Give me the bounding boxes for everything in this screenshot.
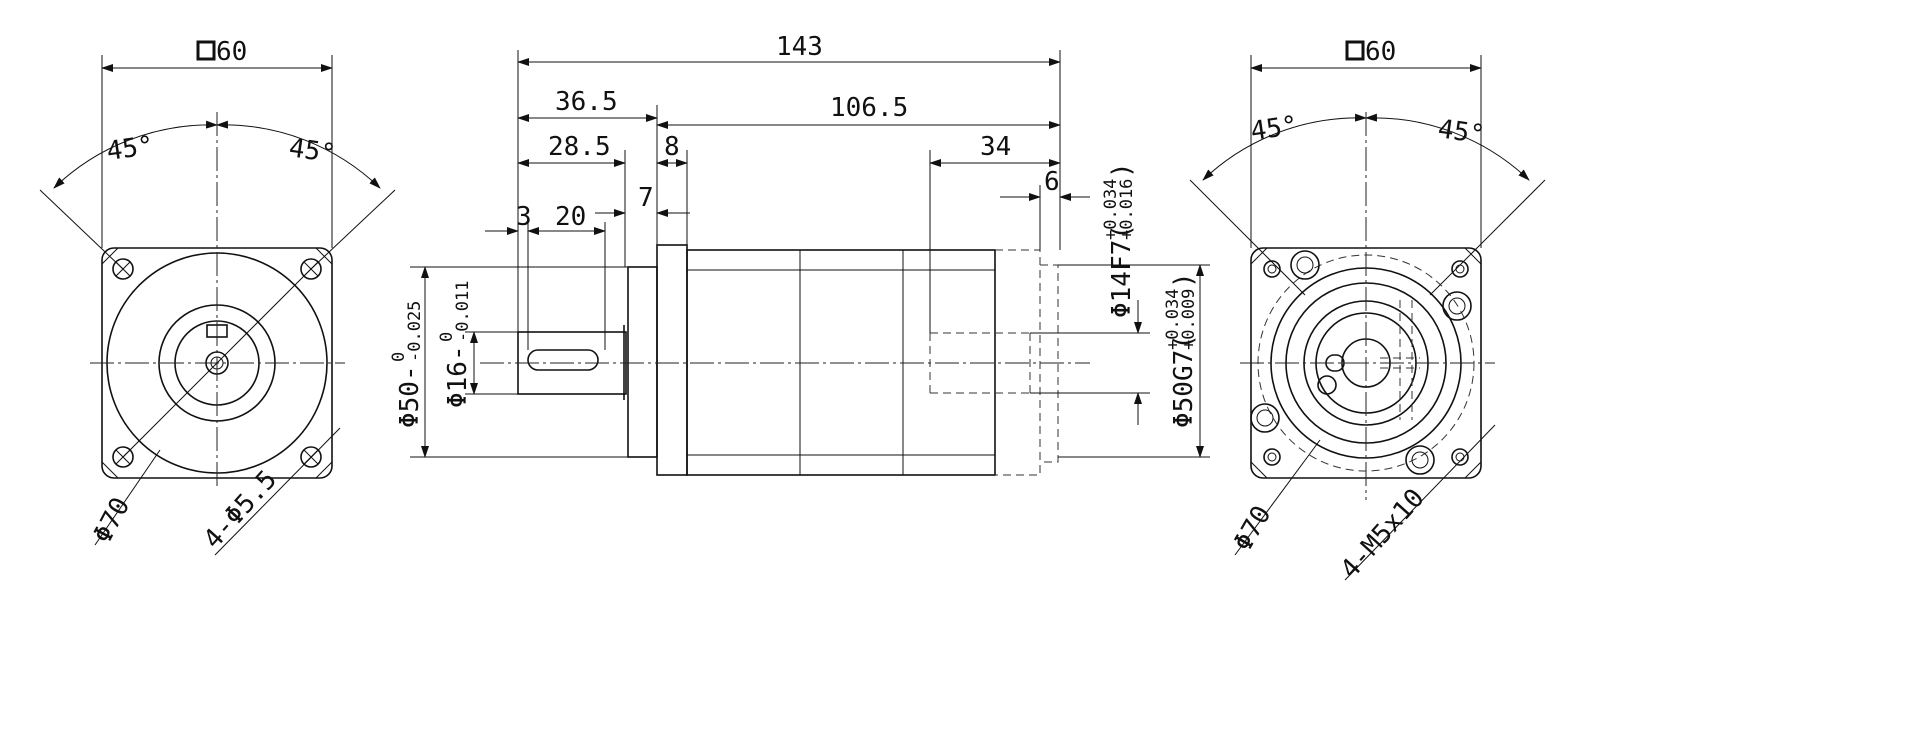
dim-body-length: 106.5 [830,93,908,123]
back-threaded-holes [1250,250,1472,475]
back-dia-label: Φ70 [1228,501,1277,557]
dim-overall-length: 143 [776,32,823,62]
dim-pilot-tol-upper: 0 [389,352,409,362]
side-keyway [527,349,599,371]
dim-bore-fit-lower: +0.016 [1117,179,1137,240]
dim-recess-fit-upper: +0.034 [1163,289,1183,350]
back-thread-label: 4-M5x10 [1335,483,1431,585]
dim-shaft-tol-upper: 0 [437,332,457,342]
side-flange [656,244,688,476]
dim-pilot-tol-lower: -0.025 [405,301,425,362]
dim-bore-depth: 34 [980,132,1011,162]
back-angle-right-label: 45° [1436,114,1487,150]
dim-flange-to-shaft: 36.5 [555,87,618,117]
front-view: 45° 45° 60 Φ70 4-Φ5.5 [39,37,396,556]
dim-spigot-length: 7 [638,183,654,213]
side-body [686,249,996,476]
dim-shaft-dia: Φ16- [443,345,473,408]
dim-bore-fit-upper: +0.034 [1101,179,1121,240]
square-symbol-icon [1345,40,1365,61]
dim-shaft-tol-lower: -0.011 [453,281,473,342]
back-view: 45° 45° 60 Φ70 4-M5x10 [1189,37,1546,585]
square-symbol-icon [196,40,216,61]
front-angle-left-label: 45° [105,131,156,167]
front-angle-right-label: 45° [287,133,338,169]
back-square-label: 60 [1365,37,1396,67]
side-view: 143 36.5 106.5 28.5 8 7 3 20 34 6 Φ50 [389,32,1210,476]
dim-bore-fit: Φ14F7( [1107,224,1137,318]
dim-pilot-dia: Φ50- [395,365,425,428]
dim-bore-fit-close: ) [1107,162,1137,178]
front-square-label: 60 [216,37,247,67]
dim-recess-fit-lower: +0.009 [1179,289,1199,350]
dim-bore-step: 6 [1044,167,1060,197]
dim-recess-fit: Φ50G7( [1169,334,1199,428]
dim-key-offset: 3 [516,202,532,232]
dim-recess-fit-close: ) [1169,272,1199,288]
dim-key-length: 20 [555,202,586,232]
dim-flange-thickness: 8 [664,132,680,162]
front-dia-label: Φ70 [88,493,137,549]
back-angle-left-label: 45° [1249,111,1300,147]
dim-shaft-section: 28.5 [548,132,611,162]
side-spigot [627,266,658,458]
